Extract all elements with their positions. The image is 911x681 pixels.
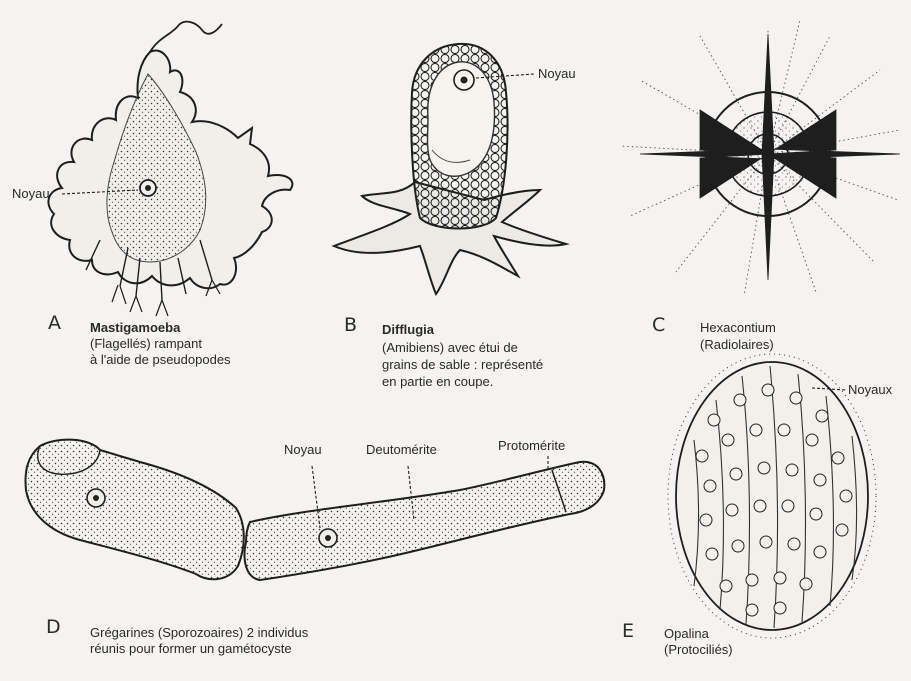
panel-a-caption-line2: à l'aide de pseudopodes — [90, 352, 231, 367]
gregarine-individual-1 — [26, 440, 244, 580]
panel-d-letter: D — [46, 616, 61, 638]
gregarine-individual-2 — [245, 462, 605, 580]
panel-b-caption-line1: (Amibiens) avec étui de — [382, 340, 518, 355]
difflugia-nucleus-label: Noyau — [538, 66, 576, 81]
panel-b-caption-line2: grains de sable : représenté — [382, 357, 543, 372]
panel-e-letter: E — [622, 620, 634, 642]
panel-d-caption-line2: réunis pour former un gamétocyste — [90, 641, 292, 656]
panel-c-letter: C — [652, 314, 665, 336]
protomerite-label: Protomérite — [498, 438, 565, 453]
deutomerite-label: Deutomérite — [366, 442, 437, 457]
panel-e-caption-line2: (Protociliés) — [664, 642, 733, 657]
panel-d-caption-line1: Grégarines (Sporozoaires) 2 individus — [90, 625, 308, 640]
mastigamoeba-nucleus-label: Noyau — [12, 186, 50, 201]
panel-b-letter: B — [344, 314, 357, 336]
opalina-drawing — [668, 354, 876, 638]
mastigamoeba-drawing — [48, 22, 292, 316]
panel-b-caption-line3: en partie en coupe. — [382, 374, 493, 389]
opalina-body — [676, 362, 868, 630]
hexacontium-spines — [640, 34, 900, 280]
flagellum — [150, 22, 222, 52]
panel-b-title: Difflugia — [382, 322, 434, 337]
panel-a-caption-line1: (Flagellés) rampant — [90, 336, 202, 351]
gregarine-nucleus-label: Noyau — [284, 442, 322, 457]
panel-c-title: Hexacontium — [700, 320, 776, 335]
panel-e-caption-line1: Opalina — [664, 626, 709, 641]
hexacontium-drawing — [620, 20, 900, 296]
panel-a-letter: A — [48, 312, 61, 334]
panel-c-caption-line1: (Radiolaires) — [700, 337, 774, 352]
difflugia-drawing — [334, 44, 566, 294]
opalina-nuclei-label: Noyaux — [848, 382, 892, 397]
gregarines-drawing — [26, 440, 605, 580]
panel-a-title: Mastigamoeba — [90, 320, 180, 335]
